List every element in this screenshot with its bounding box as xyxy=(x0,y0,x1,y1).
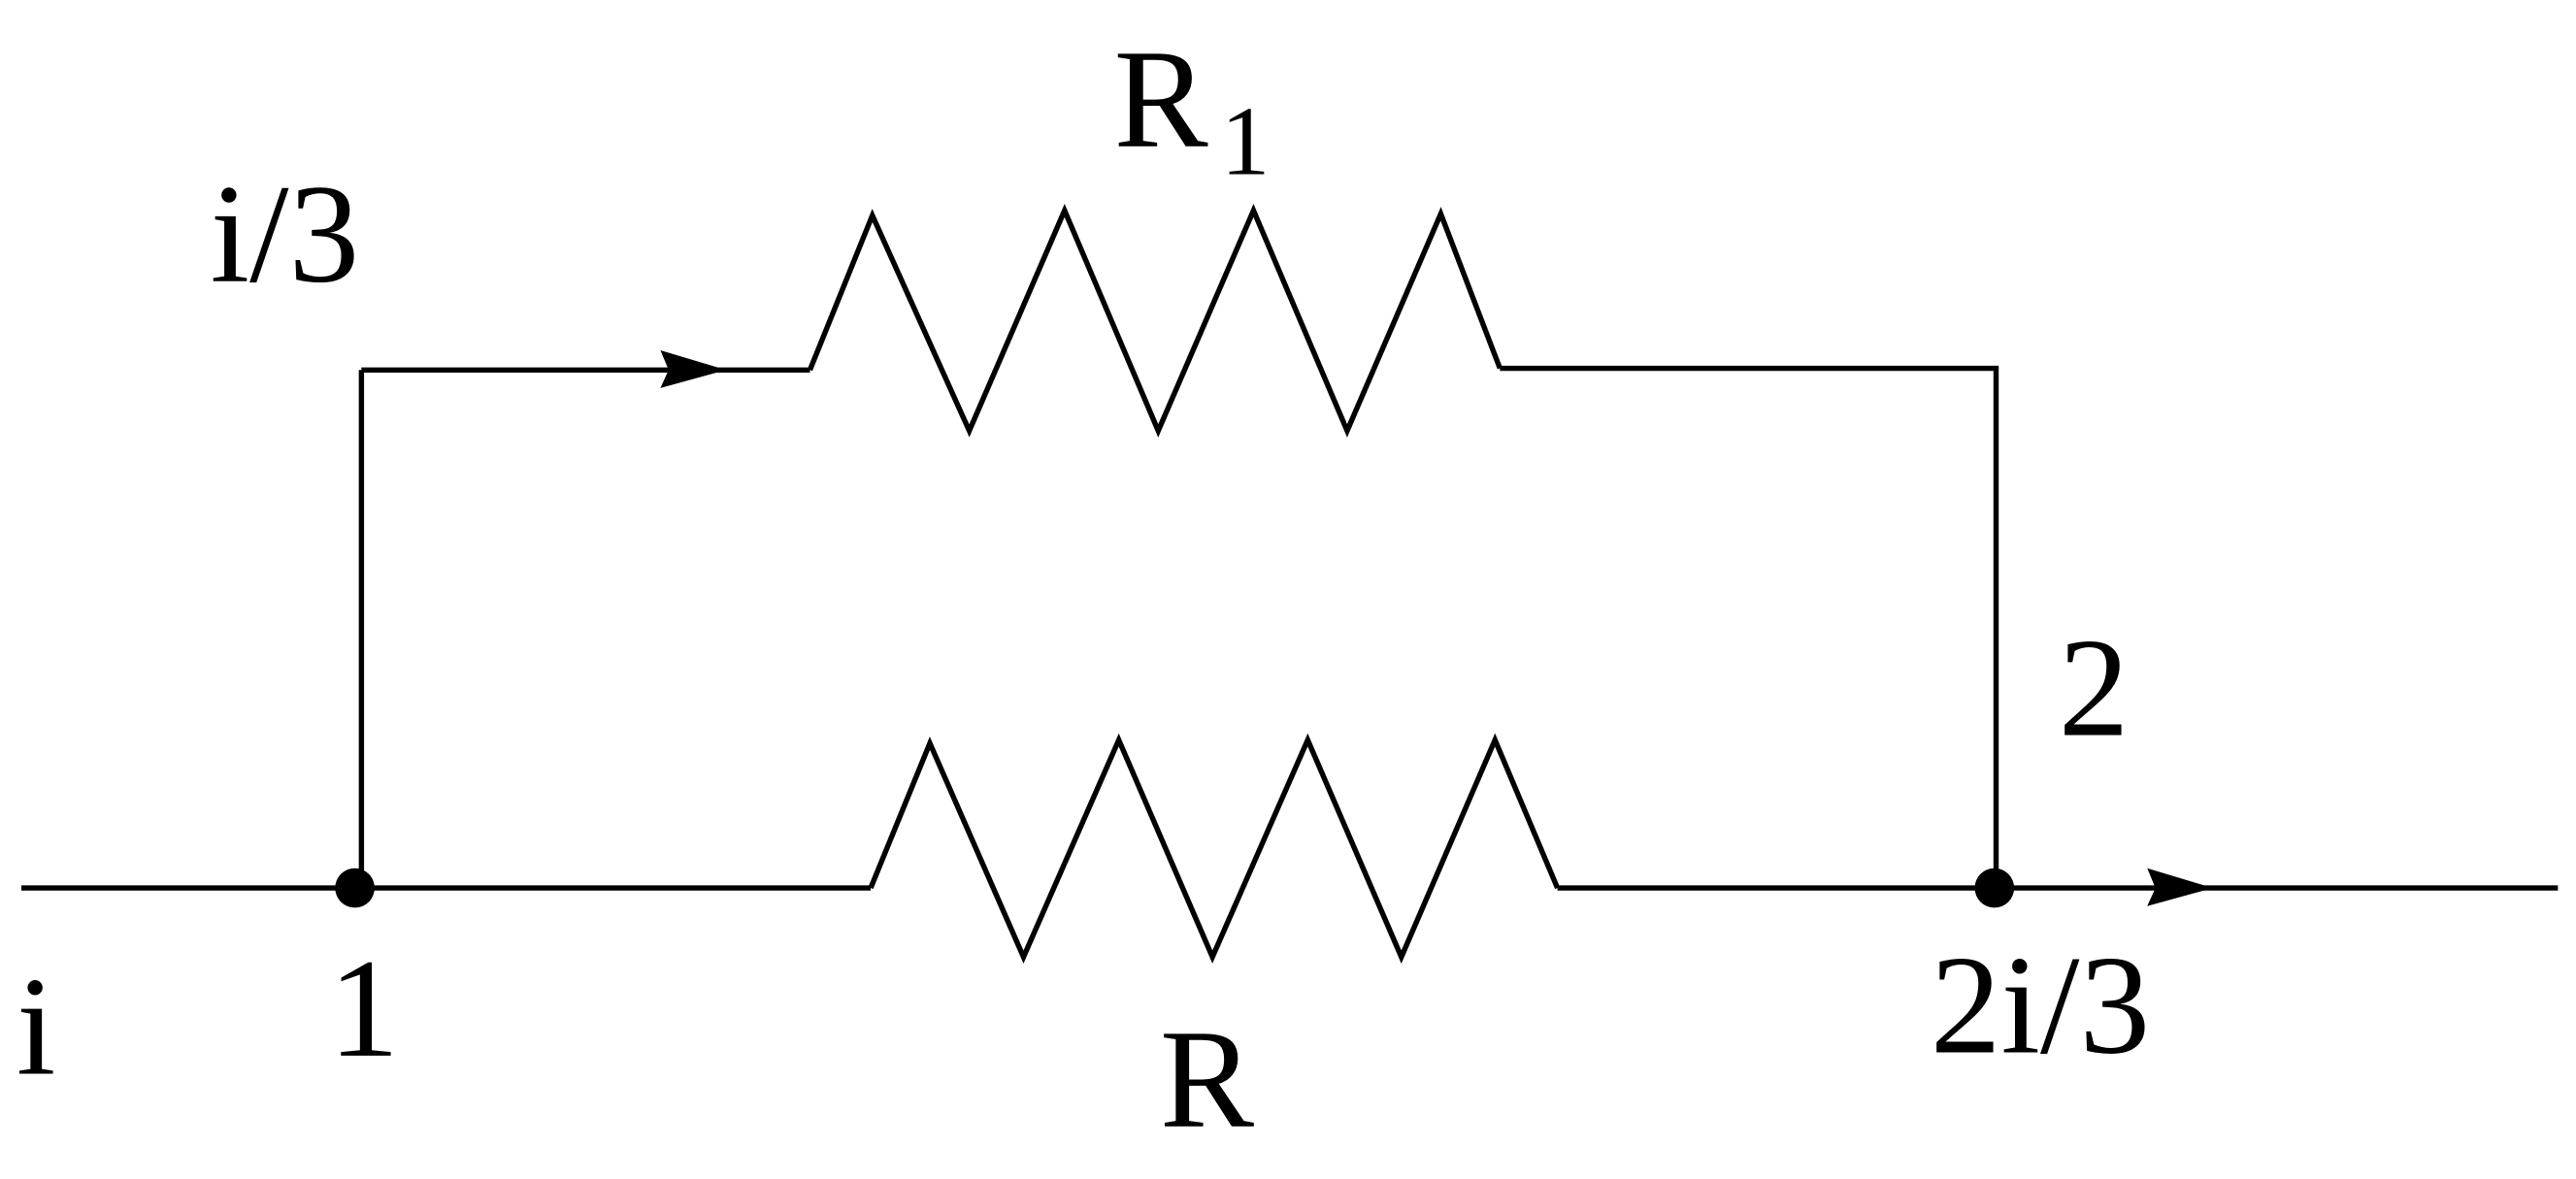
arrow-top-current-icon xyxy=(660,349,727,388)
arrow-output-current-icon xyxy=(2147,868,2213,906)
label-r: R xyxy=(1160,1000,1254,1158)
wire-top-right xyxy=(1500,365,1999,889)
label-current-out: 2i/3 xyxy=(1931,926,2150,1083)
resistor-r1 xyxy=(807,204,1503,438)
label-current-in: i xyxy=(17,947,55,1104)
label-node-1: 1 xyxy=(329,930,400,1087)
node-1-dot xyxy=(335,868,375,908)
label-r1-subscript: 1 xyxy=(1221,86,1271,196)
label-node-2: 2 xyxy=(2059,608,2130,766)
label-r1: R xyxy=(1114,20,1208,178)
node-2-dot xyxy=(1974,868,2015,908)
label-current-top: i/3 xyxy=(211,155,360,312)
resistor-r xyxy=(868,733,1561,965)
